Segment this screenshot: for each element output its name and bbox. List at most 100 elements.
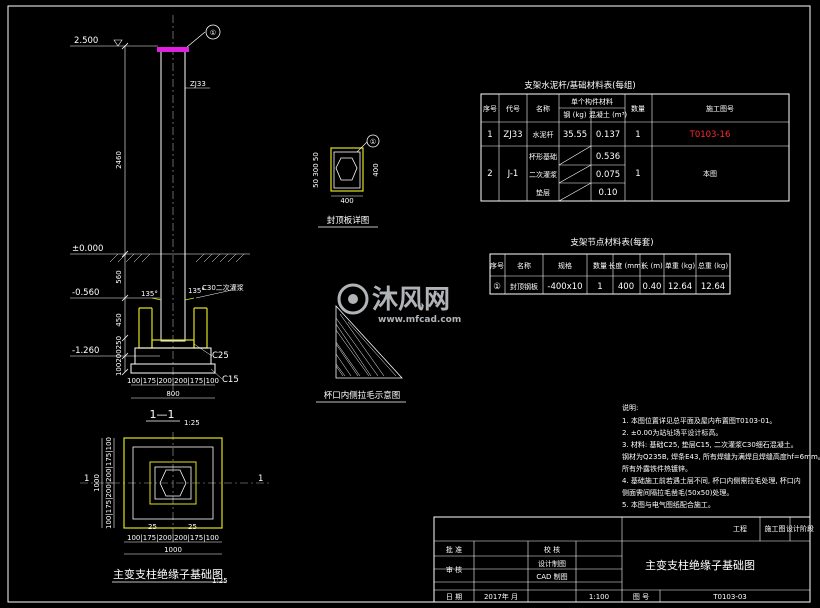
dim-450: 450: [115, 313, 123, 326]
plan-left-dims: 100|175|200|200|175|100: [105, 437, 113, 529]
notes-line-2: 2. ±0.00为站址场平设计标高。: [622, 428, 722, 437]
t2-h-len-m: 长 (m): [641, 261, 663, 270]
dim-560: 560: [115, 270, 123, 283]
tb-scale: 1:100: [589, 593, 609, 601]
t1-r1-no: 1: [487, 130, 492, 140]
section-label: 1—1: [150, 408, 175, 421]
section-1-1: ① ZJ33 2.500 ±0.000 -0.560 -1.260: [70, 15, 250, 427]
tb-drawing-title: 主变支柱绝缘子基础图: [645, 558, 755, 572]
notes-line-1: 1. 本图位置详见总平面及屋内布置图T0103-01。: [622, 416, 776, 425]
t1-r1-drawing: T0103-16: [689, 130, 731, 140]
table2-title: 支架节点材料表(每套): [570, 237, 653, 248]
t1-r1-name: 水泥杆: [533, 130, 554, 139]
notes-line-4: 钢材为Q235B, 焊条E43, 所有焊缝为满焊且焊缝高度hf=6mm。: [622, 452, 820, 461]
cap-callout: ①: [370, 138, 376, 146]
c30-label: C30二次灌浆: [202, 283, 244, 292]
notes-line-3: 3. 材料: 基础C25, 垫层C15, 二次灌浆C30细石混凝土。: [622, 440, 798, 449]
t1-r2-name: 杯形基础: [529, 152, 557, 161]
t2-r-total-wt: 12.64: [701, 282, 725, 292]
c15-bedding: [130, 363, 216, 374]
width-800: 800: [166, 390, 179, 398]
elev-ground: ±0.000: [72, 244, 103, 254]
t1-r2-no: 2: [487, 169, 492, 179]
cup-roughening-detail: 杯口内侧拉毛示意图: [316, 304, 406, 403]
t2-r-name: 封顶钢板: [510, 282, 538, 291]
cap-dim-right: 400: [372, 163, 380, 176]
tb-drawing-no-label: 图 号: [633, 593, 649, 601]
c15-label: C15: [222, 375, 239, 385]
plan-left-total: 1000: [93, 474, 101, 492]
t1-r2-concrete: 0.536: [596, 152, 620, 162]
t1-h-concrete: 混凝土 (m³): [589, 110, 628, 119]
angle-left: 135°: [141, 290, 158, 298]
tb-project-label: 工程: [733, 524, 747, 533]
t2-h-qty: 数量: [593, 261, 607, 270]
plan-bottom-total: 1000: [164, 546, 182, 554]
watermark-brand: 沐风网: [372, 285, 450, 315]
pole-callout: ①: [210, 29, 216, 37]
t1-h-drawing: 施工图号: [706, 104, 734, 113]
t2-h-total-wt: 总重 (kg): [698, 261, 728, 270]
dim-lower: 100200250: [115, 336, 123, 376]
tb-date-value: 2017年 月: [484, 592, 518, 601]
t1-r1-code: ZJ33: [503, 130, 522, 140]
t1-h-unit: 单个构件材料: [571, 97, 613, 106]
t2-r-qty: 1: [597, 282, 602, 292]
t2-r-spec: -400x10: [547, 282, 582, 292]
notes-line-7: 侧面需间隔拉毛凿毛(50x50)处理。: [622, 488, 733, 497]
t2-r-length: 400: [618, 282, 634, 292]
cup-detail-title: 杯口内侧拉毛示意图: [324, 390, 401, 401]
cap-dim-bottom: 400: [340, 197, 353, 205]
t1-r1-steel: 35.55: [563, 130, 587, 140]
notes-line-6: 4. 基础施工前若遇土层不同, 杯口内侧需拉毛处理, 杯口内: [622, 476, 801, 485]
bottom-dims: 100|175|200|200|175|100: [127, 377, 219, 385]
plan-scale: 1:25: [212, 577, 228, 585]
t1-h-steel: 钢 (kg): [563, 110, 586, 119]
notes-line-8: 5. 本图与电气图纸配合施工。: [622, 500, 715, 509]
t2-h-no: 序号: [490, 261, 504, 270]
t1-h-qty: 数量: [631, 104, 645, 113]
cap-plate: [157, 47, 189, 52]
t2-h-length: 长度 (mm): [608, 261, 644, 270]
t1-r3-concrete: 0.075: [596, 170, 620, 180]
t1-r2-drawing: 本图: [703, 169, 717, 178]
plan-marker-left: 1: [84, 474, 89, 484]
title-block: 工程 施工图 设计阶段 批 准 校 核 设计制图 审 核 CAD 制图 日 期 …: [433, 516, 814, 603]
angle-right: 135°: [188, 287, 205, 295]
notes-line-5: 所有外露铁件热镀锌。: [622, 464, 692, 473]
plan-bottom-dims: 100|175|200|200|175|100: [127, 534, 219, 542]
plan-small-25a: 25: [148, 523, 157, 531]
t1-r3-name: 二次灌浆: [529, 170, 557, 179]
elev-mid: -0.560: [72, 288, 99, 298]
t2-h-spec: 规格: [558, 261, 572, 270]
cap-plate-detail: ① 50 300 50 400 400 封顶板详图: [312, 134, 380, 228]
t1-r4-concrete: 0.10: [599, 188, 618, 198]
material-table-1: 支架水泥杆/基础材料表(每组) 序号 代号 名称 单个构件材料 钢 (kg) 混…: [480, 80, 790, 202]
elev-bottom: -1.260: [72, 346, 99, 356]
t2-h-unit-wt: 单重 (kg): [665, 261, 695, 270]
t1-r1-qty: 1: [635, 130, 640, 140]
tb-date-label: 日 期: [446, 593, 462, 601]
cap-dims-left: 50 300 50: [312, 152, 320, 188]
watermark-logo: [337, 283, 369, 315]
t2-r-len-m: 0.40: [643, 282, 662, 292]
watermark-url: www.mfcad.com: [378, 315, 461, 325]
t1-h-code: 代号: [506, 104, 520, 113]
plan-small-25b: 25: [188, 523, 197, 531]
tb-review: 审 核: [446, 565, 462, 574]
section-scale: 1:25: [184, 419, 200, 427]
elev-top: 2.500: [74, 36, 98, 46]
tb-cad-draw: CAD 制图: [536, 572, 567, 581]
table1-title: 支架水泥杆/基础材料表(每组): [524, 80, 636, 91]
notes-block: 说明: 1. 本图位置详见总平面及屋内布置图T0103-01。 2. ±0.00…: [622, 403, 820, 509]
notes-heading: 说明:: [622, 403, 638, 412]
foundation-plan: 1 1 100|175|200|200|175|100 1000 25 25 1…: [80, 432, 270, 585]
tb-design-draw: 设计制图: [538, 559, 566, 568]
tb-design-stage: 设计阶段: [786, 524, 814, 533]
node-material-table: 支架节点材料表(每套) 序号 名称 规格 数量 长度 (mm) 长 (m) 单重…: [489, 237, 731, 295]
t2-r-no: ①: [493, 282, 501, 292]
t1-h-name: 名称: [536, 104, 550, 113]
t1-r2-code: J-1: [507, 169, 519, 179]
